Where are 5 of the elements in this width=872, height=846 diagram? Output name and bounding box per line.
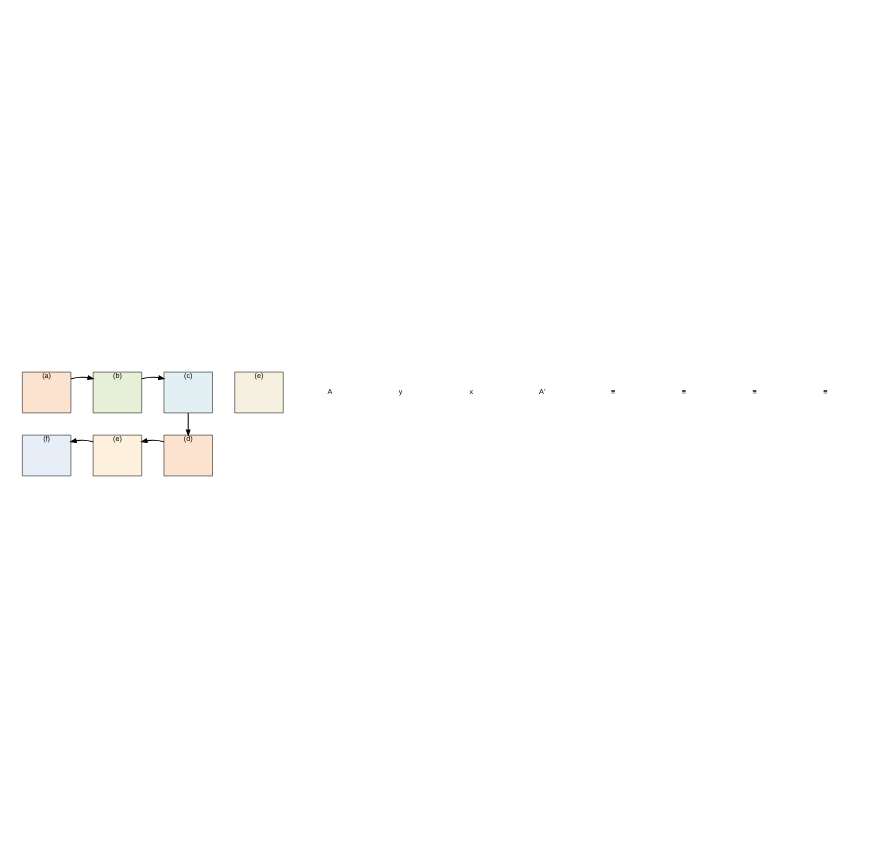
arrow — [140, 437, 165, 443]
arrow — [69, 437, 94, 443]
arrow — [141, 374, 166, 379]
arrow — [185, 411, 191, 436]
arrow — [70, 374, 95, 379]
